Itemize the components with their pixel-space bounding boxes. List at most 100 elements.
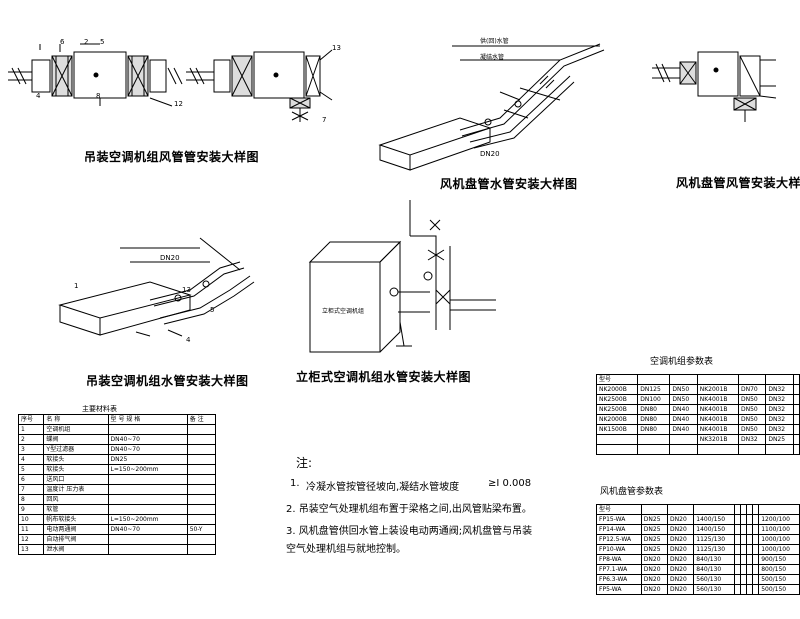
table-cell: NK2000B bbox=[595, 414, 639, 425]
table-cell: NK2000B bbox=[595, 384, 639, 395]
table-cell: 软接头 bbox=[43, 454, 109, 465]
table-cell bbox=[696, 374, 739, 385]
table-cell: 送风口 bbox=[43, 474, 109, 485]
table-cell: NK1500B bbox=[595, 424, 639, 435]
table-cell bbox=[740, 584, 748, 595]
table-cell: 1 bbox=[17, 424, 45, 435]
table-cell: DN40 bbox=[669, 404, 698, 415]
d3-pipe-b: 凝结水管 bbox=[480, 54, 505, 61]
table-cell: NK4001B bbox=[696, 414, 739, 425]
table-cell bbox=[734, 584, 742, 595]
table-cell: 1400/150 bbox=[693, 524, 736, 535]
d1-num-8: 8 bbox=[96, 92, 101, 100]
table-cell: DN32 bbox=[765, 414, 794, 425]
table-cell: 备 注 bbox=[186, 414, 217, 425]
table-cell: DN32 bbox=[765, 404, 794, 415]
title-ahu-duct: 吊装空调机组风管管安装大样图 bbox=[84, 150, 260, 164]
d5-num-4: 4 bbox=[186, 336, 191, 344]
table-cell: DN20 bbox=[667, 524, 695, 535]
table-cell: 1000/100 bbox=[758, 534, 800, 545]
table-cell bbox=[792, 444, 800, 455]
table-cell bbox=[186, 424, 217, 435]
table-cell: 泄水阀 bbox=[43, 544, 109, 555]
table-cell: 1400/150 bbox=[693, 514, 736, 525]
table-row bbox=[595, 444, 800, 455]
d2-num-13: 13 bbox=[332, 44, 341, 52]
table-cell: 型 号 规 格 bbox=[107, 414, 188, 425]
fcu-water-detail bbox=[378, 43, 605, 171]
table-cell: 5 bbox=[17, 464, 45, 475]
table-cell: 型号 bbox=[596, 504, 642, 515]
table-cell: DN20 bbox=[667, 544, 695, 555]
notes-heading: 注: bbox=[296, 456, 313, 470]
table-cell: 空调机组 bbox=[43, 424, 109, 435]
table-cell: NK3201B bbox=[696, 434, 739, 445]
note-1: 冷凝水管按管径坡向,凝结水管坡度 bbox=[306, 482, 460, 493]
table-cell: 9 bbox=[17, 504, 45, 515]
table-cell bbox=[693, 504, 736, 515]
table-cell: DN25 bbox=[640, 544, 669, 555]
table-header-row: 序号名 称型 号 规 格备 注 bbox=[17, 414, 217, 425]
title-fcu-water: 风机盘管水管安装大样图 bbox=[440, 177, 578, 191]
table-cell: DN40 bbox=[669, 424, 698, 435]
table-cell: L=150~200mm bbox=[107, 514, 188, 525]
table-cell: DN40~70 bbox=[107, 444, 188, 455]
table-cell bbox=[186, 464, 217, 475]
table-cell bbox=[107, 424, 188, 435]
table-cell: FP7.1-WA bbox=[596, 564, 642, 575]
table-cell: DN32 bbox=[765, 384, 794, 395]
table-cell: 名 称 bbox=[43, 414, 109, 425]
table-cell: 1125/130 bbox=[693, 544, 736, 555]
cabinet-water-detail bbox=[308, 200, 496, 353]
table-cell bbox=[737, 444, 767, 455]
table-cell: DN20 bbox=[667, 574, 695, 585]
title-cabinet-water: 立柜式空调机组水管安装大样图 bbox=[296, 370, 472, 384]
table-cell bbox=[637, 444, 671, 455]
table-cell bbox=[186, 444, 217, 455]
table-cell: 500/150 bbox=[758, 584, 800, 595]
table-cell bbox=[792, 414, 800, 425]
table-cell: 2 bbox=[17, 434, 45, 445]
table-cell: DN50 bbox=[737, 394, 767, 405]
table-cell bbox=[758, 504, 800, 515]
fcu-duct-detail bbox=[652, 51, 777, 122]
table-cell: DN32 bbox=[737, 434, 767, 445]
table-cell: NK2500B bbox=[595, 394, 639, 405]
table-cell bbox=[107, 544, 188, 555]
ahu-duct-detail-1 bbox=[8, 43, 183, 107]
table-cell bbox=[640, 504, 669, 515]
d5-num-13: 13 bbox=[182, 286, 191, 294]
table-cell: DN32 bbox=[765, 394, 794, 405]
table-cell: 序号 bbox=[17, 414, 45, 425]
table-cell: DN25 bbox=[640, 524, 669, 535]
note-3: 3. 风机盘管供回水管上装设电动两通阀;风机盘管与吊装 bbox=[286, 526, 533, 537]
table-cell: DN20 bbox=[667, 534, 695, 545]
table-cell: DN20 bbox=[667, 564, 695, 575]
table-cell: DN50 bbox=[737, 404, 767, 415]
table-cell: 560/130 bbox=[693, 574, 736, 585]
table-cell: L=150~200mm bbox=[107, 464, 188, 475]
table-header-row: 型号 bbox=[595, 374, 800, 385]
table-cell: NK2001B bbox=[696, 384, 739, 395]
table-cell bbox=[792, 424, 800, 435]
table-cell: NK2500B bbox=[595, 404, 639, 415]
table-cell: 软管 bbox=[43, 504, 109, 515]
table-cell: 7 bbox=[17, 484, 45, 495]
table-cell: DN80 bbox=[637, 424, 671, 435]
table-cell: DN50 bbox=[669, 394, 698, 405]
table-cell: 电动两通阀 bbox=[43, 524, 109, 535]
